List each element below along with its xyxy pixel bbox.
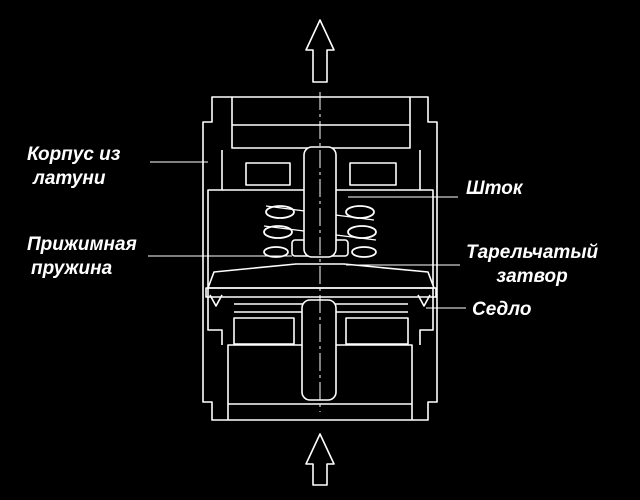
lower-guide-right [345, 317, 409, 345]
seat-label-text: Седло [472, 299, 532, 320]
seat-label: Седло [472, 298, 531, 322]
inlet-flow-arrow-icon [305, 433, 335, 486]
upper-guide-left [245, 162, 291, 186]
lower-guide-left [233, 317, 295, 345]
right-wall [419, 150, 434, 345]
spring-label: Прижимная пружина [27, 233, 137, 281]
left-wall [207, 150, 223, 345]
upper-guide-right [349, 162, 397, 186]
valve-body-outline [202, 96, 438, 421]
disc-rim [205, 287, 437, 298]
disc-plate [207, 263, 435, 289]
stem-label-text: Шток [466, 178, 523, 199]
spring-label-line2: пружина [31, 258, 113, 279]
body-material-label: Корпус из латуни [27, 143, 121, 191]
spring-label-line1: Прижимная [27, 234, 137, 255]
outlet-flow-arrow-icon [305, 19, 335, 83]
seat-left [209, 294, 223, 307]
body-label-line2: латуни [33, 168, 106, 189]
stem-label: Шток [466, 177, 522, 201]
disc-label-line2: затвор [496, 266, 568, 287]
upper-bore [231, 97, 411, 149]
body-label-line1: Корпус из [27, 144, 121, 165]
leader-lines [148, 161, 466, 309]
seat-right [417, 294, 431, 307]
stem-lower [301, 299, 337, 401]
disc-label: Тарельчатый затвор [466, 241, 598, 289]
disc-label-line1: Тарельчатый [466, 242, 599, 263]
